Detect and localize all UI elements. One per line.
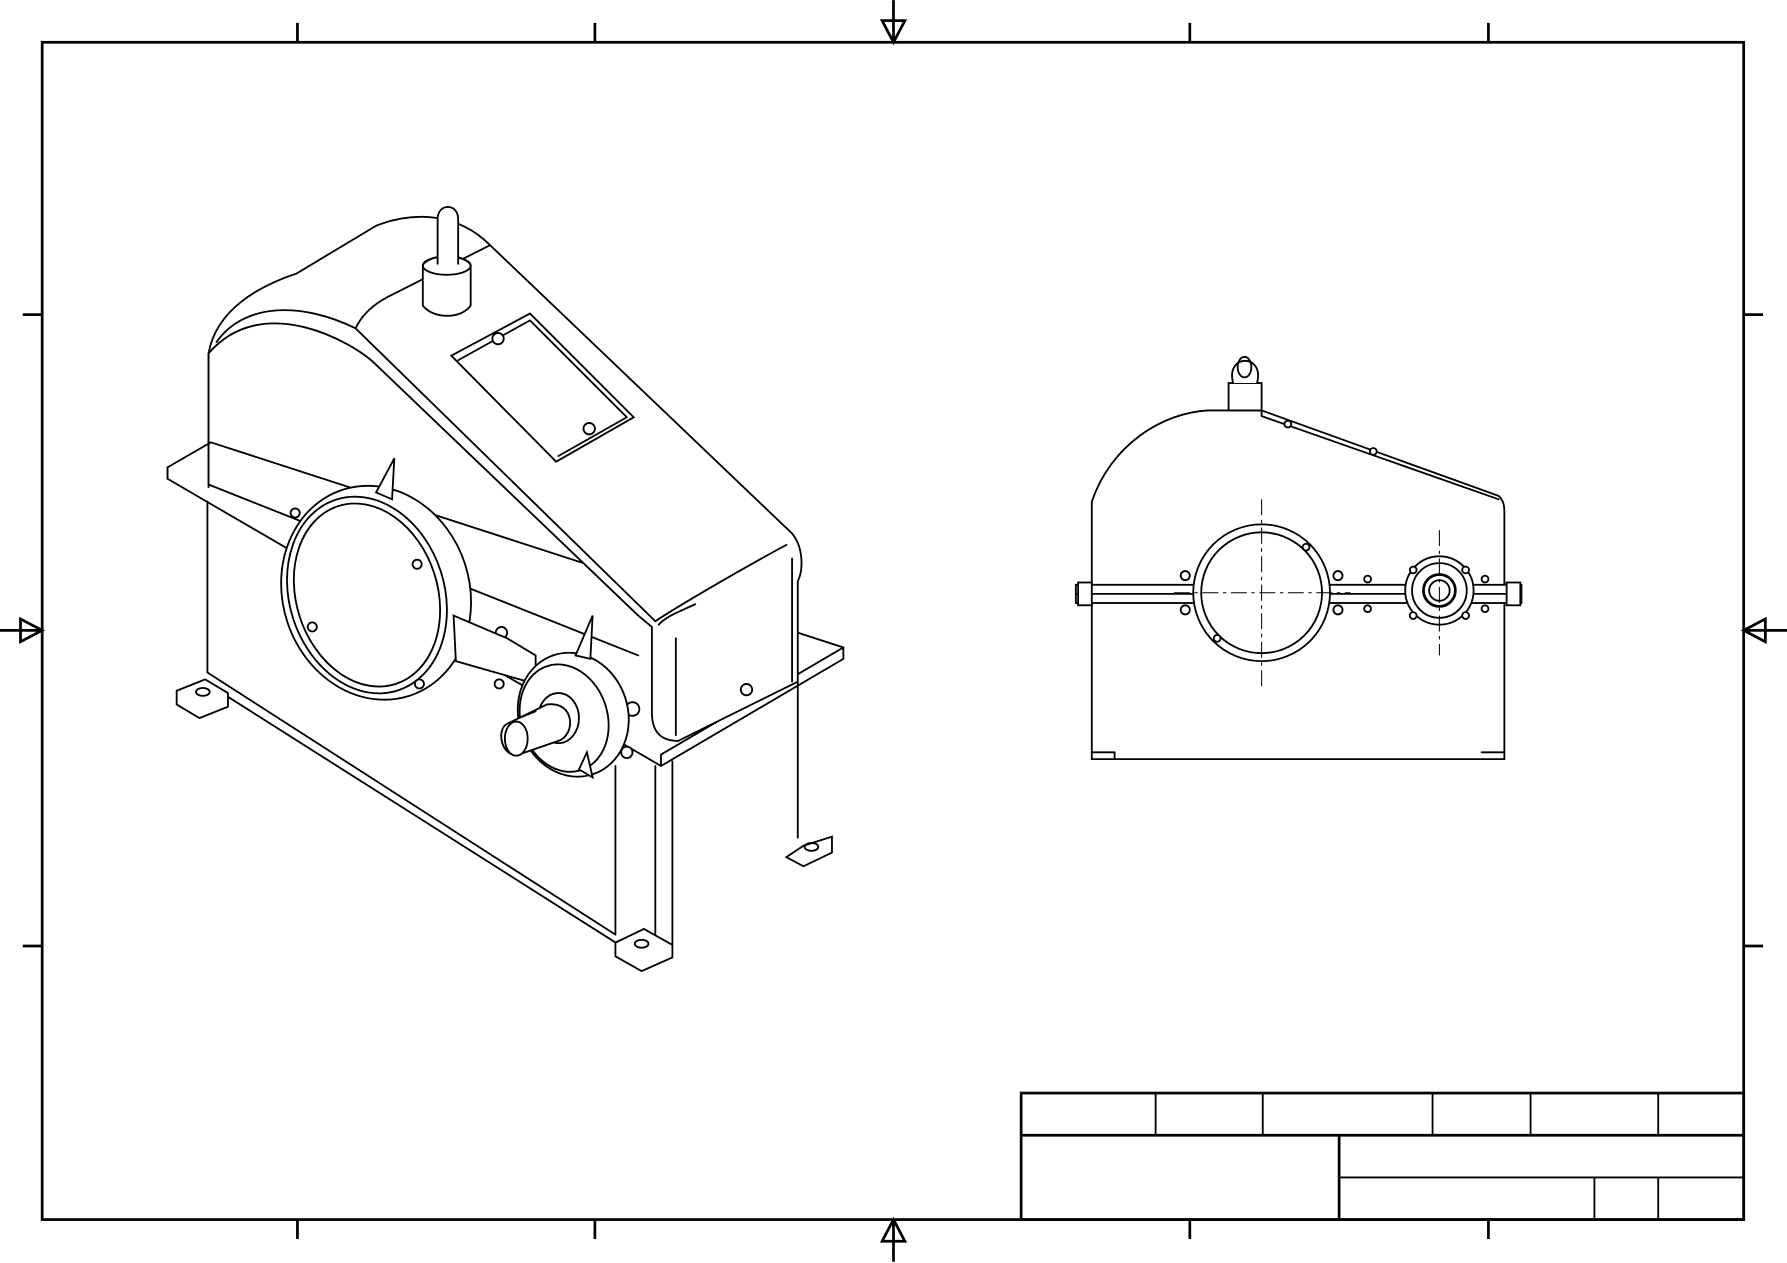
title-block — [1019, 1091, 1746, 1221]
front-view — [1074, 355, 1523, 761]
isometric-view — [166, 206, 845, 973]
zone-ticks — [22, 22, 1764, 1239]
